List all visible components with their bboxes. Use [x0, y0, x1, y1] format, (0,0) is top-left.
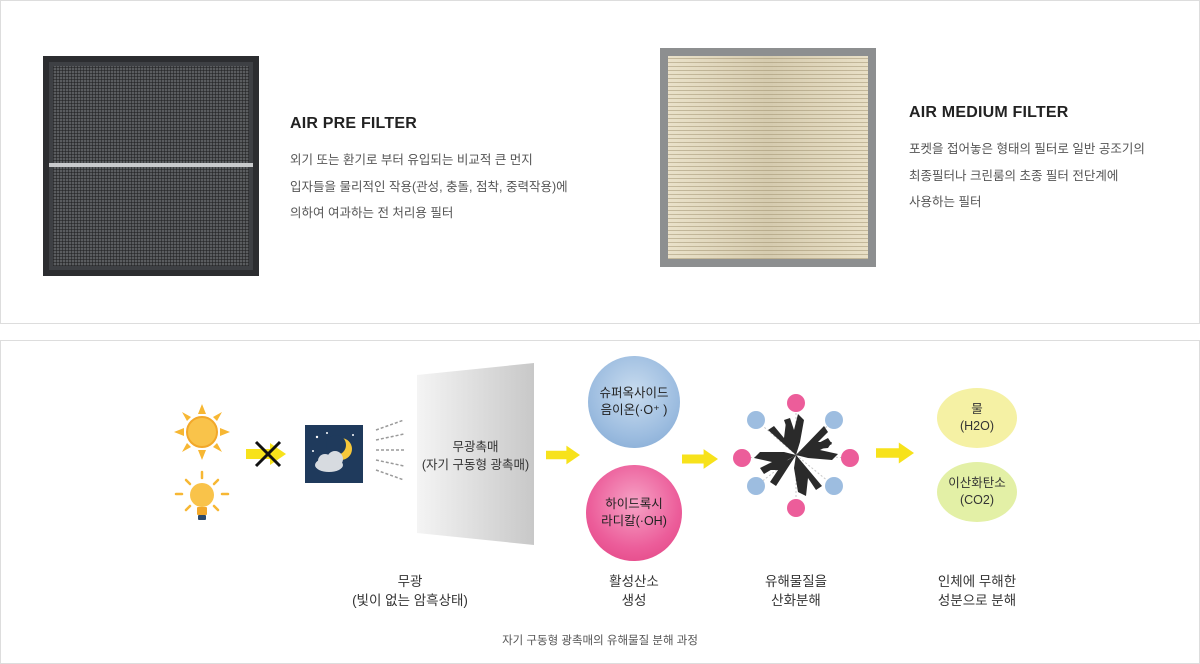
caption-line: 무광 [397, 574, 423, 589]
water-label: 물 [971, 402, 983, 416]
medium-filter-desc-line: 최종필터나 크린룸의 초종 필터 전단계에 [909, 168, 1119, 183]
medium-filter-title: AIR MEDIUM FILTER [909, 104, 1069, 121]
hydroxyl-label: 하이드록시 [605, 497, 663, 511]
water-formula: (H2O) [959, 419, 995, 433]
pre-filter-title: AIR PRE FILTER [290, 115, 417, 132]
caption-line: 생성 [621, 593, 647, 608]
water-result-ellipse: 물 (H2O) [937, 388, 1017, 448]
sun-icon [174, 404, 230, 460]
caption-oxygen-generation: 활성산소 생성 [574, 572, 694, 610]
hydroxyl-radical-circle: 하이드록시 라디칼(·OH) [586, 465, 682, 561]
medium-filter-desc-line: 포켓을 접어놓은 형태의 필터로 일반 공조기의 [909, 142, 1145, 156]
caption-line: (빛이 없는 암흑상태) [352, 593, 468, 608]
caption-line: 성분으로 분해 [937, 593, 1017, 608]
harmful-particle-icon [733, 394, 859, 517]
co2-label: 이산화탄소 [948, 476, 1006, 490]
light-bulb-icon [174, 470, 230, 520]
caption-line: 유해물질을 [764, 574, 828, 589]
hydroxyl-formula: 라디칼(·OH) [601, 514, 667, 528]
arrow-right-icon [876, 442, 914, 464]
photocatalyst-label-line: 무광촉매 [452, 440, 499, 454]
caption-harmless-decomposition: 인체에 무해한 성분으로 분해 [912, 572, 1042, 610]
superoxide-anion-circle: 슈퍼옥사이드 음이온(·O⁺ ) [588, 356, 680, 448]
x-mark-icon [254, 440, 282, 468]
caption-line: 활성산소 [609, 574, 659, 589]
arrow-right-icon [682, 449, 718, 469]
photocatalyst-label: 무광촉매 (자기 구동형 광촉매) [417, 438, 534, 474]
caption-oxidation: 유해물질을 산화분해 [736, 572, 856, 610]
photocatalyst-panel [417, 363, 534, 545]
pre-filter-desc-line: 외기 또는 환기로 부터 유입되는 비교적 큰 먼지 [290, 153, 533, 167]
co2-result-ellipse: 이산화탄소 (CO2) [937, 462, 1017, 522]
superoxide-label: 슈퍼옥사이드 [599, 386, 669, 400]
air-medium-filter-image [660, 48, 876, 267]
superoxide-formula: 음이온(·O⁺ ) [600, 403, 668, 417]
diagram-footnote: 자기 구동형 광촉매의 유해물질 분해 과정 [502, 635, 698, 647]
pre-filter-description: 외기 또는 환기로 부터 유입되는 비교적 큰 먼지 입자들을 물리적인 작용(… [290, 147, 568, 227]
pre-filter-desc-line: 의하여 여과하는 전 처리용 필터 [290, 206, 454, 220]
air-pre-filter-image [43, 56, 259, 276]
co2-formula: (CO2) [959, 493, 995, 507]
medium-filter-description: 포켓을 접어놓은 형태의 필터로 일반 공조기의 최종필터나 크린룸의 초종 필… [909, 136, 1145, 216]
dark-rays-icon [375, 419, 405, 481]
night-cloud-moon-icon [305, 425, 363, 483]
caption-line: 산화분해 [771, 593, 821, 608]
caption-dark-state: 무광 (빛이 없는 암흑상태) [330, 572, 490, 610]
arrow-right-icon [546, 445, 580, 465]
medium-filter-desc-line: 사용하는 필터 [909, 195, 982, 209]
photocatalyst-label-line: (자기 구동형 광촉매) [421, 458, 530, 472]
pre-filter-desc-line: 입자들을 물리적인 작용(관성, 충돌, 점착, 중력작용)에 [290, 179, 568, 194]
caption-line: 인체에 무해한 [937, 574, 1017, 589]
